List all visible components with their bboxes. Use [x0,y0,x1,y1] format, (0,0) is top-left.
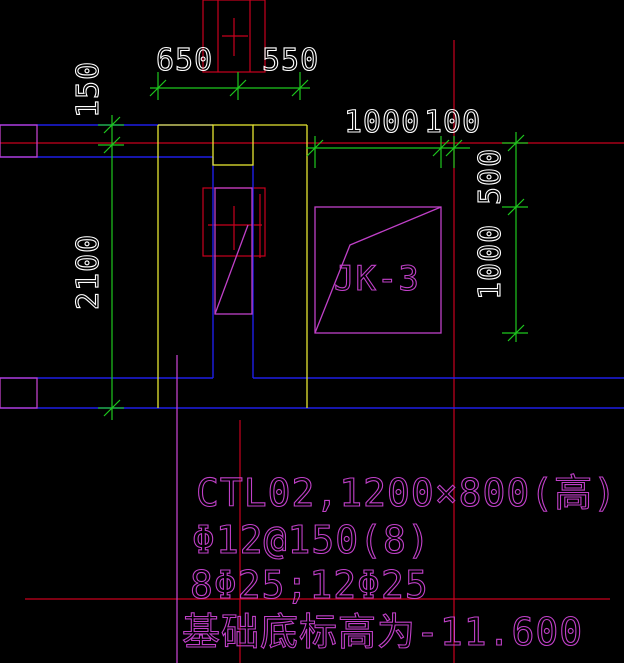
dim-1000-vertical: 1000 [473,224,508,300]
annotation-line-4: 基础底标高为-11.600 [182,610,583,654]
column-rebar-box [214,187,253,315]
column-top-outline [202,0,266,73]
annotation-line-2: Φ12@150(8) [192,518,431,562]
dimension-lines [98,72,528,420]
dim-150: 150 [71,61,106,118]
dim-2100: 2100 [71,234,106,310]
dim-650: 650 [156,43,213,78]
annotation-line-3: 8Φ25;12Φ25 [190,563,429,607]
annotation-line-1: CTL02,1200×800(高) [196,471,617,515]
foundation-outline [157,124,308,408]
wall-end-top [0,124,38,158]
opening-jk3 [314,206,442,334]
dim-1000-horizontal: 1000 [344,105,420,140]
dim-550: 550 [262,43,319,78]
wall-end-bottom [0,377,38,409]
magenta-elements [0,124,442,663]
dim-100: 100 [424,105,481,140]
opening-tag: JK-3 [334,259,420,299]
dim-500: 500 [473,148,508,205]
